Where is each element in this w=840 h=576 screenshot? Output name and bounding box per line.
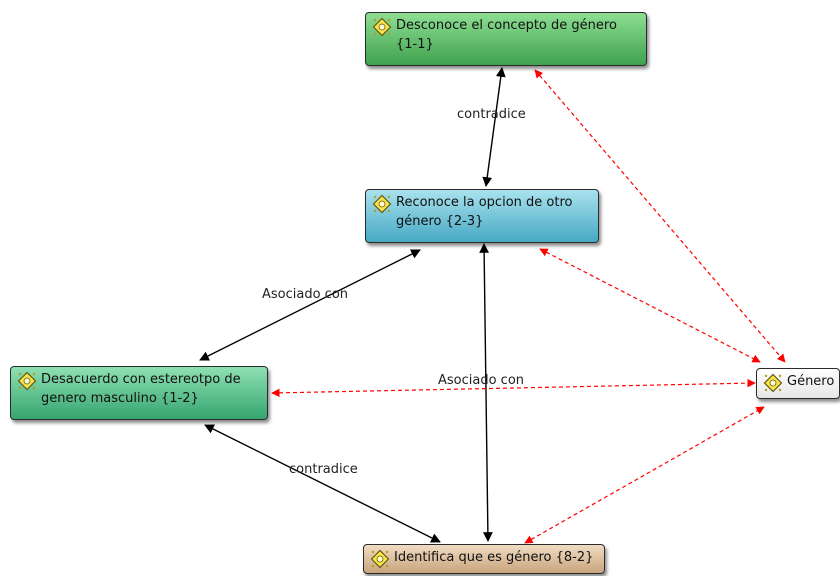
node-reconoce-code: género {2-3}: [396, 214, 484, 229]
node-desconoce[interactable]: Desconoce el concepto de género {1-1}: [365, 12, 647, 66]
node-desconoce-code: {1-1}: [396, 37, 434, 52]
edge-reconoce-desacuerdo[interactable]: [199, 249, 421, 361]
edge-reconoce-identifica[interactable]: [479, 243, 493, 542]
node-identifica[interactable]: Identifica que es género {8-2}: [363, 544, 605, 574]
node-desacuerdo-label: Desacuerdo con estereotpo de: [41, 372, 241, 387]
code-node-icon: [370, 549, 390, 569]
edge-desacuerdo-identifica[interactable]: [204, 424, 441, 543]
code-node-icon: [372, 194, 392, 214]
node-genero[interactable]: Género: [756, 368, 840, 399]
edge-desconoce-reconoce[interactable]: [482, 67, 506, 187]
code-node-icon: [763, 373, 783, 393]
node-reconoce[interactable]: Reconoce la opcion de otro género {2-3}: [365, 189, 599, 243]
node-desconoce-label: Desconoce el concepto de género: [396, 18, 617, 33]
edge-identifica-genero[interactable]: [524, 406, 765, 544]
edge-reconoce-genero[interactable]: [539, 248, 761, 363]
node-reconoce-label: Reconoce la opcion de otro: [396, 195, 573, 210]
node-desacuerdo[interactable]: Desacuerdo con estereotpo de genero masc…: [10, 366, 268, 420]
edge-desconoce-genero[interactable]: [534, 69, 786, 363]
node-identifica-label: Identifica que es género {8-2}: [394, 550, 594, 565]
edge-desacuerdo-genero[interactable]: [271, 378, 756, 398]
edge-label-asociado-left: Asociado con: [262, 287, 349, 302]
code-node-icon: [17, 371, 37, 391]
node-desacuerdo-code: genero masculino {1-2}: [41, 391, 199, 406]
edge-label-asociado-mid: Asociado con: [438, 373, 525, 388]
node-genero-label: Género: [787, 374, 835, 389]
edge-label-contradice-top: contradice: [457, 107, 526, 122]
edge-label-contradice-bottom: contradice: [289, 462, 358, 477]
code-node-icon: [372, 17, 392, 37]
